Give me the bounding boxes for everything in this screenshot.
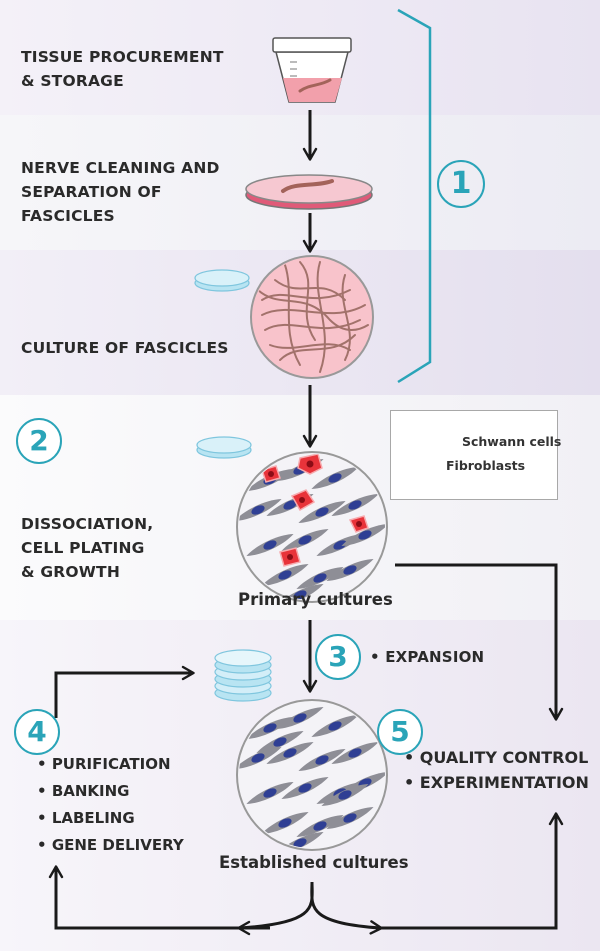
label-expansion: • EXPANSION bbox=[370, 648, 485, 666]
specimen-cup-icon bbox=[272, 37, 352, 103]
label-nerve-cleaning: NERVE CLEANING AND SEPARATION OF FASCICL… bbox=[21, 159, 220, 225]
fibroblast-icon bbox=[348, 515, 369, 533]
arrow-established-branch-right bbox=[310, 881, 383, 935]
caption-primary-cultures: Primary cultures bbox=[238, 590, 393, 609]
legend-schwann-label: Schwann cells bbox=[462, 434, 562, 449]
list-item: QUALITY CONTROL bbox=[404, 745, 589, 770]
step-1-marker: 1 bbox=[437, 160, 485, 208]
quality-control-list: QUALITY CONTROL EXPERIMENTATION bbox=[404, 745, 589, 795]
step-2-marker: 2 bbox=[16, 418, 62, 464]
label-tissue-procurement: TISSUE PROCUREMENT & STORAGE bbox=[21, 48, 224, 90]
list-item: PURIFICATION bbox=[37, 751, 184, 778]
stacked-dishes-icon bbox=[214, 649, 272, 702]
arrow-branch-left bbox=[48, 865, 244, 930]
petri-dish-icon bbox=[245, 174, 373, 210]
fibroblast-icon bbox=[279, 547, 301, 567]
list-item: BANKING bbox=[37, 778, 184, 805]
established-cultures-icon bbox=[236, 699, 388, 851]
caption-established-cultures: Established cultures bbox=[219, 853, 409, 872]
list-item: GENE DELIVERY bbox=[37, 832, 184, 859]
list-item: LABELING bbox=[37, 805, 184, 832]
arrow-purification-to-stack bbox=[54, 665, 195, 718]
small-dish-icon bbox=[196, 436, 252, 459]
fibroblast-icon bbox=[290, 489, 316, 512]
expansion-text: EXPANSION bbox=[385, 648, 485, 666]
step-5-marker: 5 bbox=[377, 709, 423, 755]
legend-fibroblast-label: Fibroblasts bbox=[446, 458, 526, 473]
fibroblast-icon bbox=[297, 454, 323, 475]
primary-cultures-icon bbox=[236, 451, 388, 603]
step-3-marker: 3 bbox=[315, 634, 361, 680]
list-item: EXPERIMENTATION bbox=[404, 770, 589, 795]
step-1-bracket bbox=[397, 8, 432, 384]
step-4-marker: 4 bbox=[14, 709, 60, 755]
small-dish-icon bbox=[194, 269, 250, 292]
arrow-established-to-branches bbox=[239, 881, 314, 930]
purification-list: PURIFICATION BANKING LABELING GENE DELIV… bbox=[37, 751, 184, 859]
arrow-branch-right bbox=[376, 812, 564, 930]
label-culture-fascicles: CULTURE OF FASCICLES bbox=[21, 339, 229, 357]
legend-box bbox=[390, 410, 558, 500]
fascicle-culture-icon bbox=[250, 255, 374, 379]
arrow-primary-to-qc bbox=[395, 563, 564, 721]
label-dissociation: DISSOCIATION, CELL PLATING & GROWTH bbox=[21, 515, 154, 581]
fibroblast-icon bbox=[261, 465, 281, 483]
